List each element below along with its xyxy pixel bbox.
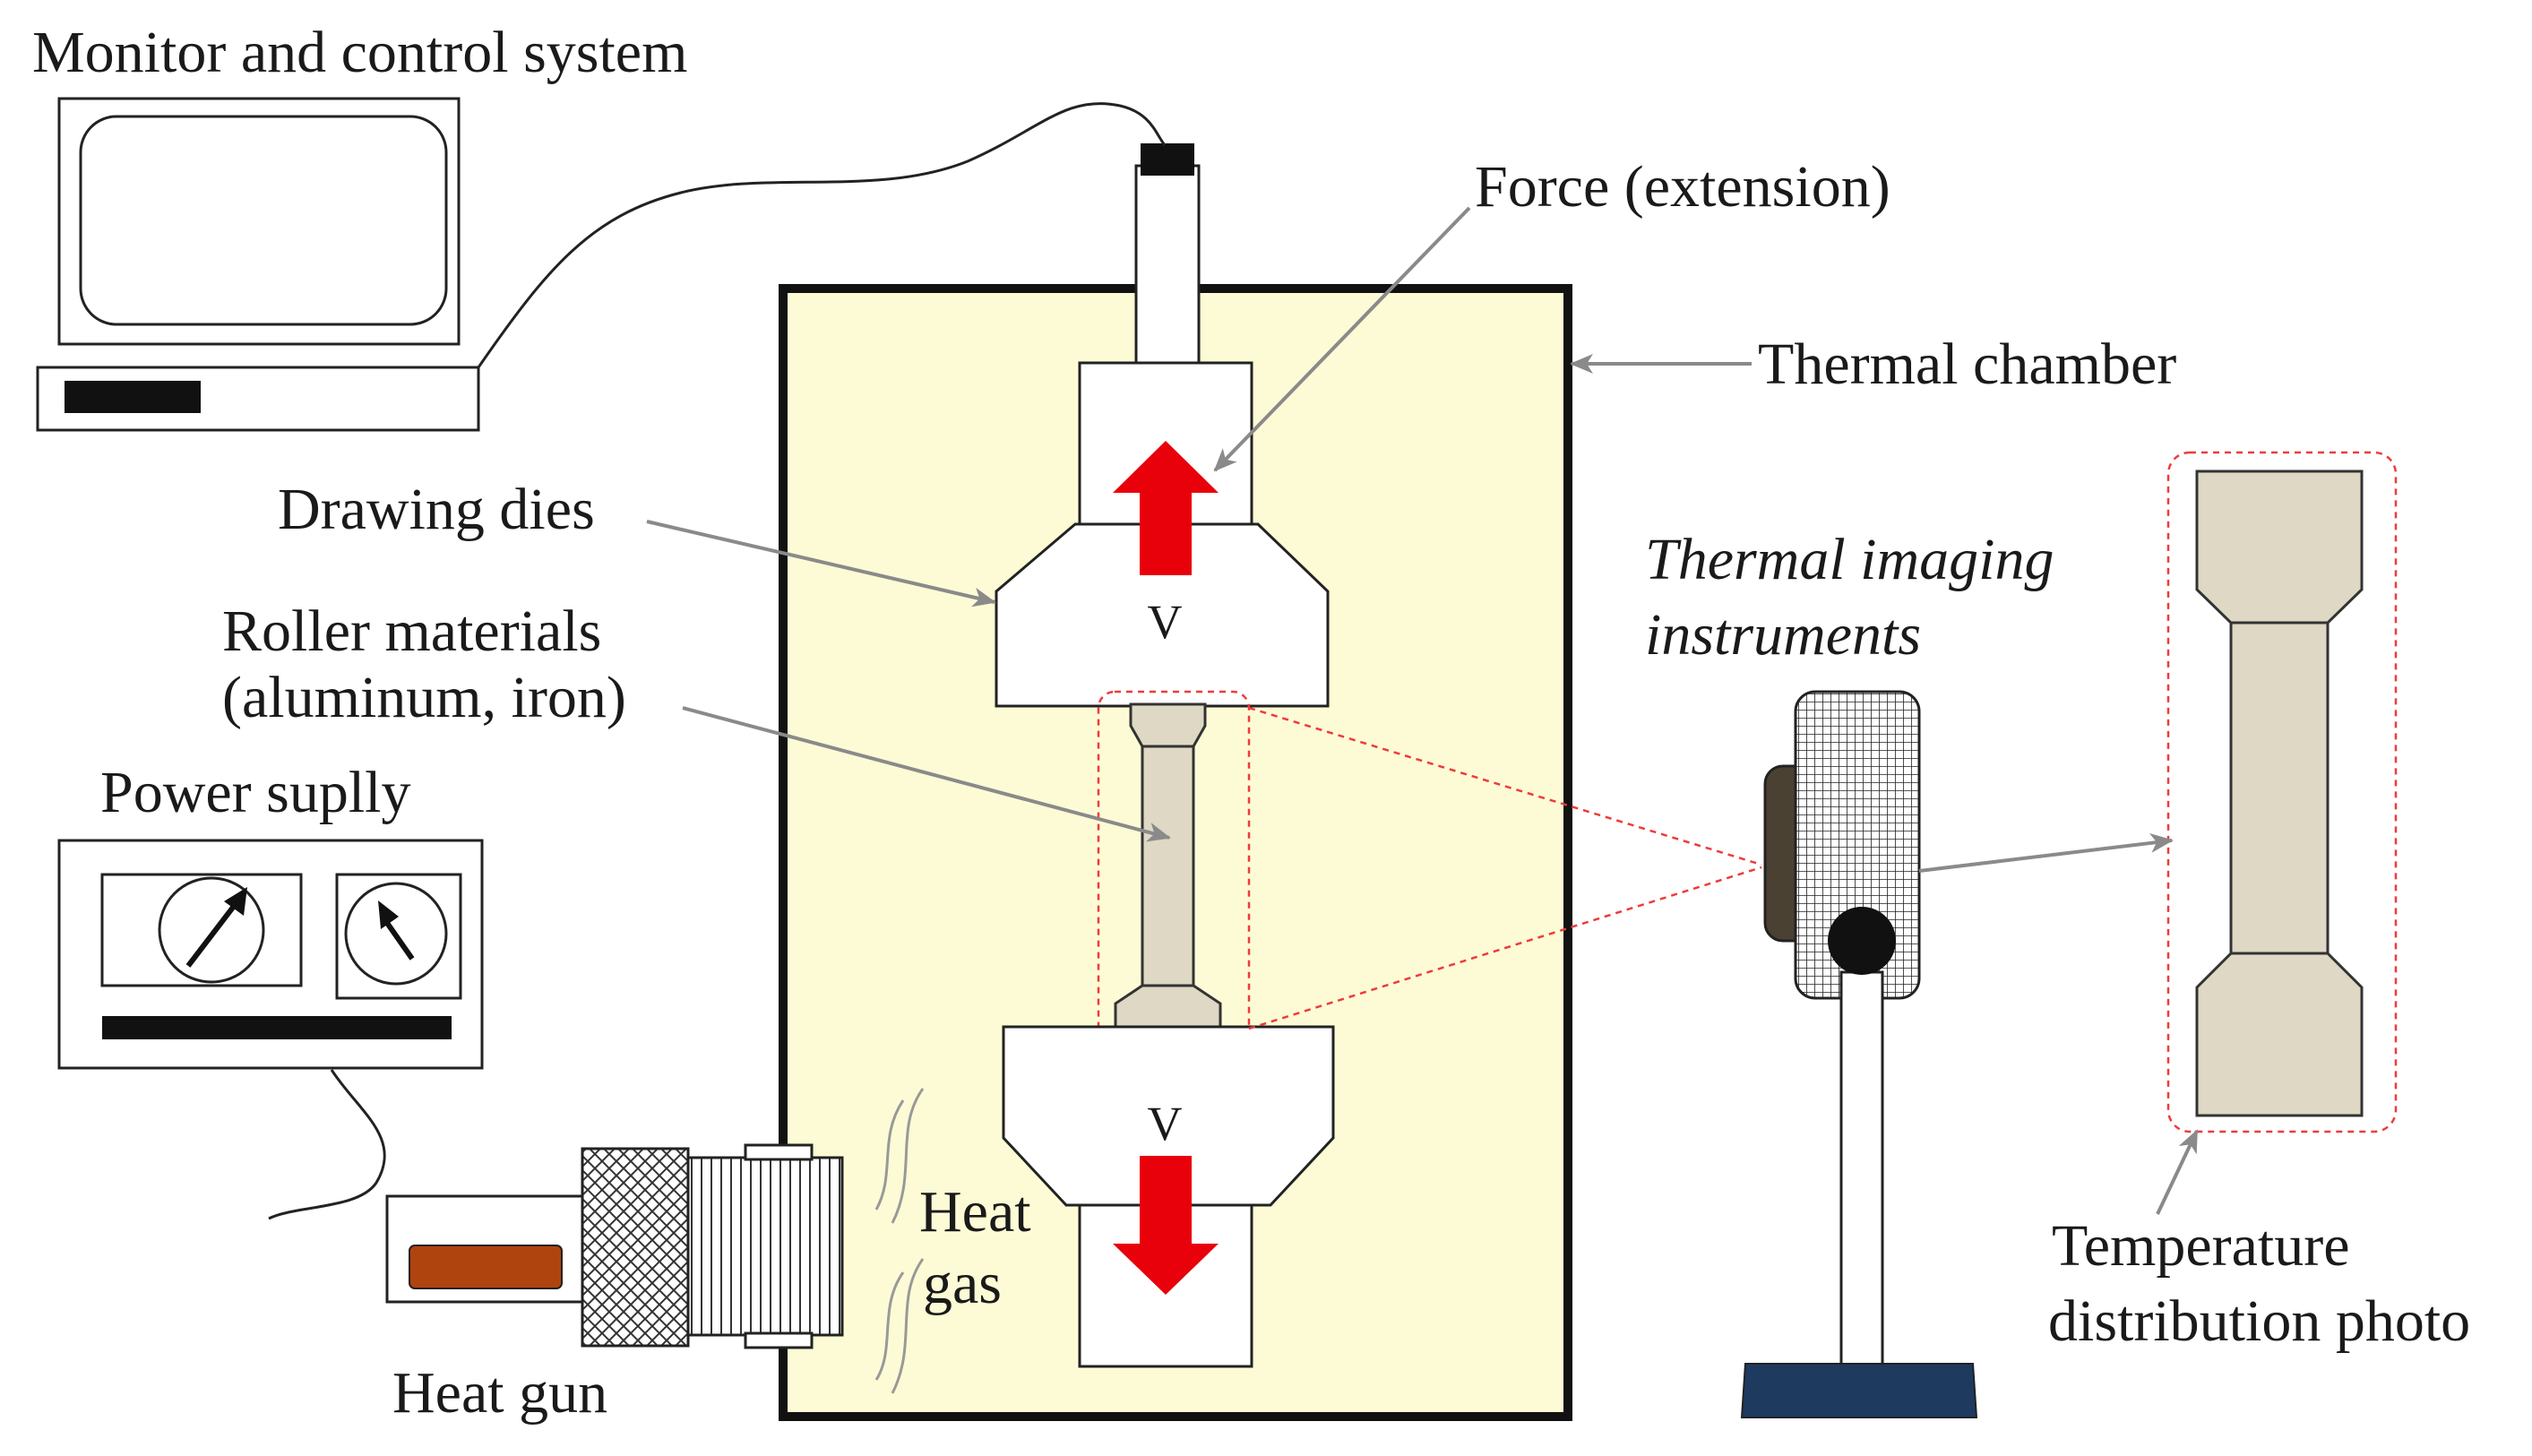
label-heat-gas-1: Heat — [919, 1179, 1031, 1245]
label-imaging-2: instruments — [1645, 602, 1921, 668]
monitor-icon — [36, 97, 480, 432]
load-cell-cap — [1141, 143, 1194, 176]
camera-photo-leader — [1918, 832, 2174, 873]
force-leader — [1213, 206, 1471, 472]
roller-leader — [682, 706, 1171, 842]
label-power: Power suplly — [100, 760, 411, 825]
label-force: Force (extension) — [1475, 154, 1890, 220]
temperature-photo-box — [2166, 451, 2398, 1133]
temp-leader — [2156, 1129, 2199, 1215]
power-cable — [268, 1069, 386, 1220]
power-supply-icon — [57, 839, 484, 1070]
temperature-photo-specimen — [2195, 470, 2364, 1117]
label-roller-1: Roller materials — [222, 599, 601, 664]
heat-gas-waves — [874, 1088, 925, 1394]
dies-leader — [646, 520, 996, 607]
fov-line-bottom — [1248, 866, 1762, 1030]
lower-drawing-die — [1002, 1025, 1335, 1207]
load-cell-rod — [1134, 164, 1201, 369]
label-heat-gas-2: gas — [923, 1251, 1002, 1316]
thermal-camera-icon — [1740, 690, 1978, 1418]
label-temp-1: Temperature — [2052, 1213, 2350, 1279]
fov-line-top — [1248, 706, 1762, 866]
label-imaging-1: Thermal imaging — [1645, 527, 2054, 592]
lower-red-arrow — [1113, 1156, 1219, 1295]
label-monitor: Monitor and control system — [32, 20, 687, 85]
label-heat-gun: Heat gun — [392, 1360, 607, 1426]
heat-gun-icon — [385, 1143, 844, 1349]
upper-drawing-die — [995, 522, 1330, 708]
v-label-top: V — [1148, 595, 1183, 649]
v-label-bottom: V — [1148, 1097, 1183, 1150]
label-temp-2: distribution photo — [2048, 1288, 2470, 1354]
label-dies: Drawing dies — [278, 477, 595, 542]
monitor-cable — [477, 101, 1167, 368]
label-roller-2: (aluminum, iron) — [222, 665, 626, 730]
label-chamber: Thermal chamber — [1758, 332, 2176, 397]
upper-red-arrow — [1113, 441, 1219, 575]
